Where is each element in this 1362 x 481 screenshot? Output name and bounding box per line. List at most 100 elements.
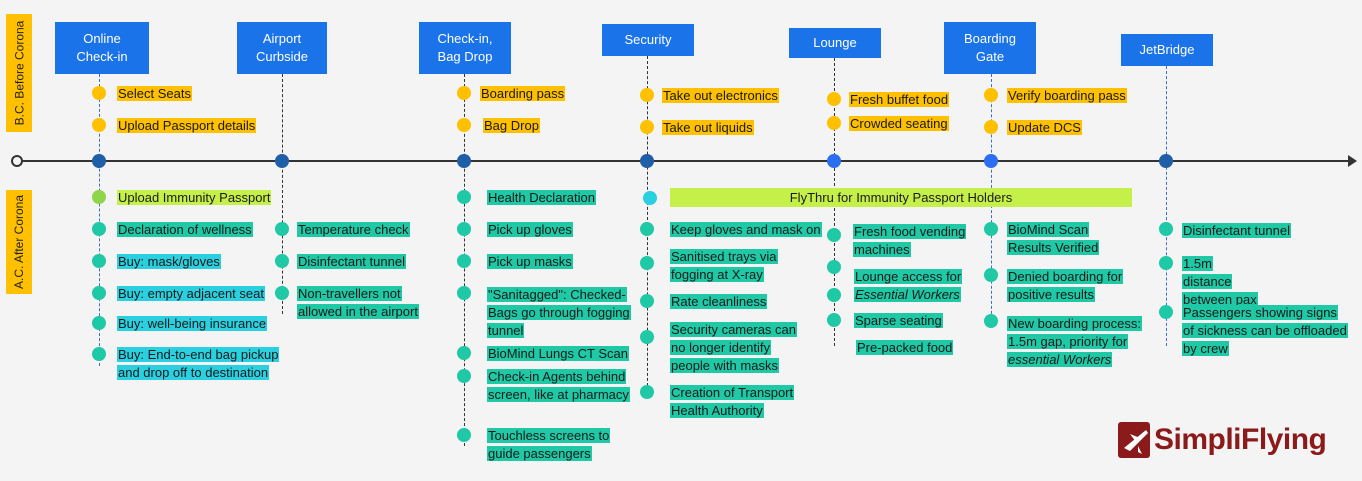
after-item: Pick up gloves [487, 222, 573, 237]
before-dot [984, 120, 998, 134]
before-dot [457, 118, 471, 132]
after-dot [457, 346, 471, 360]
before-item: Select Seats [117, 86, 192, 101]
after-dot [640, 222, 654, 236]
after-item: BioMind Lungs CT Scan [487, 346, 629, 361]
before-item: Take out liquids [662, 120, 754, 135]
after-dot [1159, 256, 1173, 270]
after-dot [92, 254, 106, 268]
simpliflying-logo: SimpliFlying [1116, 420, 1327, 460]
after-dot [275, 222, 289, 236]
timeline-arrow [1348, 155, 1357, 167]
stage-line-online [99, 74, 100, 366]
stage-online-checkin[interactable]: Online Check-in [55, 22, 149, 74]
after-item: New boarding process: 1.5m gap, priority… [1007, 316, 1142, 349]
after-item: Declaration of wellness [117, 222, 253, 237]
timeline-node-checkin [457, 154, 471, 168]
after-item: Pre-packed food [856, 340, 954, 355]
stage-boarding-gate[interactable]: Boarding Gate [944, 22, 1036, 74]
after-dot [984, 222, 998, 236]
after-dot [640, 294, 654, 308]
after-item: 1.5m distance between pax [1182, 256, 1258, 307]
after-item: Check-in Agents behind screen, like at p… [487, 369, 630, 402]
after-dot [984, 268, 998, 282]
before-dot [457, 86, 471, 100]
before-item: Update DCS [1007, 120, 1082, 135]
before-item: Verify boarding pass [1007, 88, 1127, 103]
after-item: Non-travellers not allowed in the airpor… [297, 286, 419, 319]
after-item: "Sanitagged": Checked-Bags go through fo… [487, 287, 631, 338]
timeline-axis [16, 160, 1354, 162]
after-dot [827, 288, 841, 302]
before-item: Crowded seating [849, 116, 949, 131]
stage-airport-curbside[interactable]: Airport Curbside [237, 22, 327, 74]
after-dot [92, 286, 106, 300]
after-dot [92, 316, 106, 330]
after-dot [640, 330, 654, 344]
stage-checkin-bag-drop[interactable]: Check-in, Bag Drop [419, 22, 511, 74]
stage-jetbridge[interactable]: JetBridge [1121, 34, 1213, 66]
after-item: Touchless screens to guide passengers [487, 428, 611, 461]
after-item: Sparse seating [854, 313, 943, 328]
after-item: Disinfectant tunnel [1182, 223, 1291, 238]
after-item: Creation of Transport Health Authority [670, 385, 795, 418]
stage-line-airport [282, 74, 283, 314]
stage-line-jetbridge [1166, 66, 1167, 346]
before-dot [92, 86, 106, 100]
before-item: Take out electronics [662, 88, 779, 103]
after-dot [643, 191, 657, 205]
after-dot [275, 254, 289, 268]
after-item: Lounge access for [854, 269, 963, 284]
after-dot [457, 286, 471, 300]
after-item: Rate cleanliness [670, 294, 768, 309]
after-item: Passengers showing signs of sickness can… [1182, 305, 1348, 356]
stage-lounge[interactable]: Lounge [789, 28, 881, 58]
before-dot [92, 118, 106, 132]
logo-text: SimpliFlying [1154, 423, 1327, 456]
after-item: Sanitised trays via fogging at X-ray [670, 249, 778, 282]
timeline-node-online [92, 154, 106, 168]
after-item: Temperature check [297, 222, 410, 237]
before-dot [640, 88, 654, 102]
after-item: BioMind Scan Results Verified [1007, 222, 1100, 255]
after-item: Upload Immunity Passport [117, 190, 272, 205]
timeline-node-jetbridge [1159, 154, 1173, 168]
timeline-node-lounge [827, 154, 841, 168]
stage-security[interactable]: Security [602, 24, 694, 56]
after-dot [92, 190, 106, 204]
flythru-banner: FlyThru for Immunity Passport Holders [670, 188, 1132, 207]
after-dot [457, 222, 471, 236]
timeline-node-security [640, 154, 654, 168]
before-item: Upload Passport details [117, 118, 257, 133]
after-item: Buy: empty adjacent seat [117, 286, 265, 301]
timeline-node-gate [984, 154, 998, 168]
after-dot [827, 228, 841, 242]
after-item: Denied boarding for positive results [1007, 269, 1124, 302]
before-dot [827, 116, 841, 130]
after-dot [457, 369, 471, 383]
plane-icon [1118, 422, 1150, 458]
before-corona-text: B.C. Before Corona [12, 20, 26, 126]
before-item: Boarding pass [480, 86, 566, 101]
after-dot [640, 385, 654, 399]
after-item: Buy: End-to-end bag pickup and drop off … [117, 347, 280, 380]
after-dot [457, 428, 471, 442]
after-dot [457, 254, 471, 268]
timeline-node-airport [275, 154, 289, 168]
after-item: Disinfectant tunnel [297, 254, 406, 269]
after-corona-label: A.C. After Corona [6, 190, 32, 294]
after-dot [640, 256, 654, 270]
after-item: Buy: mask/gloves [117, 254, 221, 269]
after-dot [827, 313, 841, 327]
after-dot [92, 347, 106, 361]
before-dot [640, 120, 654, 134]
after-dot [92, 222, 106, 236]
after-item: Health Declaration [487, 190, 596, 205]
before-item: Bag Drop [483, 118, 540, 133]
after-item: Buy: well-being insurance [117, 316, 268, 331]
timeline-start [11, 155, 23, 167]
before-item: Fresh buffet food [849, 92, 950, 107]
after-item: Keep gloves and mask on [670, 222, 822, 237]
after-dot [984, 314, 998, 328]
before-corona-label: B.C. Before Corona [6, 14, 32, 132]
